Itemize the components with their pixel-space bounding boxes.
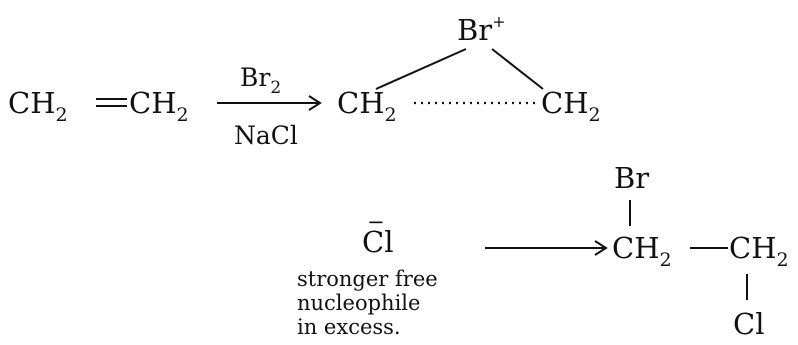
chloride-cl: Cl: [362, 225, 393, 259]
note-line-1: stronger free: [297, 267, 438, 291]
reaction-arrow-1: Br2 NaCl: [217, 63, 322, 150]
product-br: Br: [614, 161, 649, 195]
chloride-nucleophile: Cl − stronger free nucleophile in excess…: [297, 210, 438, 339]
arrow-1-head: [308, 95, 322, 111]
bromonium-ion: Br+ CH2 CH2: [337, 12, 601, 126]
reagent-br2: Br2: [240, 63, 281, 98]
ethene-right-ch2: CH2: [129, 86, 189, 126]
bromonium-br: Br+: [457, 12, 506, 47]
product-left-ch2: CH2: [612, 231, 672, 271]
reagent-nacl: NaCl: [234, 121, 298, 150]
bromonium-right-ch2: CH2: [541, 86, 601, 126]
bromonium-left-ch2: CH2: [337, 86, 397, 126]
ethene-left-ch2: CH2: [8, 86, 68, 126]
ethene: CH2 CH2: [8, 86, 189, 126]
chloride-charge: −: [367, 210, 385, 234]
note-line-2: nucleophile: [297, 291, 420, 315]
bromonium-right-bond: [491, 48, 544, 90]
product: Br CH2 CH2 Cl: [612, 161, 789, 341]
reaction-arrow-2: [485, 240, 608, 256]
product-right-ch2: CH2: [729, 231, 789, 271]
note-line-3: in excess.: [297, 315, 401, 339]
product-cl: Cl: [733, 307, 764, 341]
arrow-2-head: [594, 240, 608, 256]
bromonium-left-bond: [375, 48, 467, 90]
